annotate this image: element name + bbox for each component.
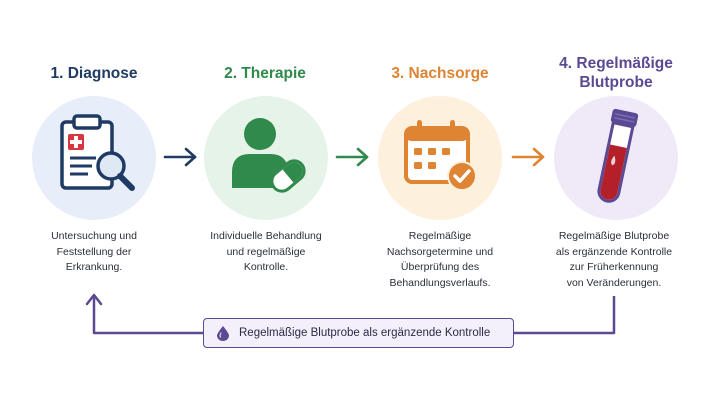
blood-tube-icon	[597, 108, 639, 203]
person-pill-icon	[232, 118, 306, 193]
loop-label-box: Regelmäßige Blutprobe als ergänzende Kon…	[203, 318, 514, 348]
clipboard-magnifier-icon	[60, 114, 135, 191]
step-1-circle	[32, 96, 156, 220]
arrow-right-icon	[163, 147, 197, 167]
step-4-description: Regelmäßige Blutprobe als ergänzende Kon…	[555, 230, 673, 289]
calendar-check-icon	[404, 120, 477, 191]
step-4-circle	[554, 96, 678, 220]
step-4-title: 4. Regelmäßige Blutprobe	[559, 55, 673, 91]
step-3-title: 3. Nachsorge	[391, 65, 489, 82]
step-2-circle	[204, 96, 328, 220]
step-3-circle	[378, 96, 502, 220]
step-2-description: Individuelle Behandlung und regelmäßige …	[210, 230, 322, 273]
step-2-title: 2. Therapie	[224, 65, 306, 82]
arrow-right-icon	[335, 147, 369, 167]
arrow-right-icon	[511, 147, 545, 167]
blood-drop-icon	[217, 326, 229, 341]
loop-label: Regelmäßige Blutprobe als ergänzende Kon…	[239, 327, 491, 339]
step-1-title: 1. Diagnose	[50, 65, 138, 82]
step-1-description: Untersuchung und Feststellung der Erkran…	[51, 230, 137, 273]
step-3-description: Regelmäßige Nachsorgetermine und Überprü…	[386, 230, 494, 289]
